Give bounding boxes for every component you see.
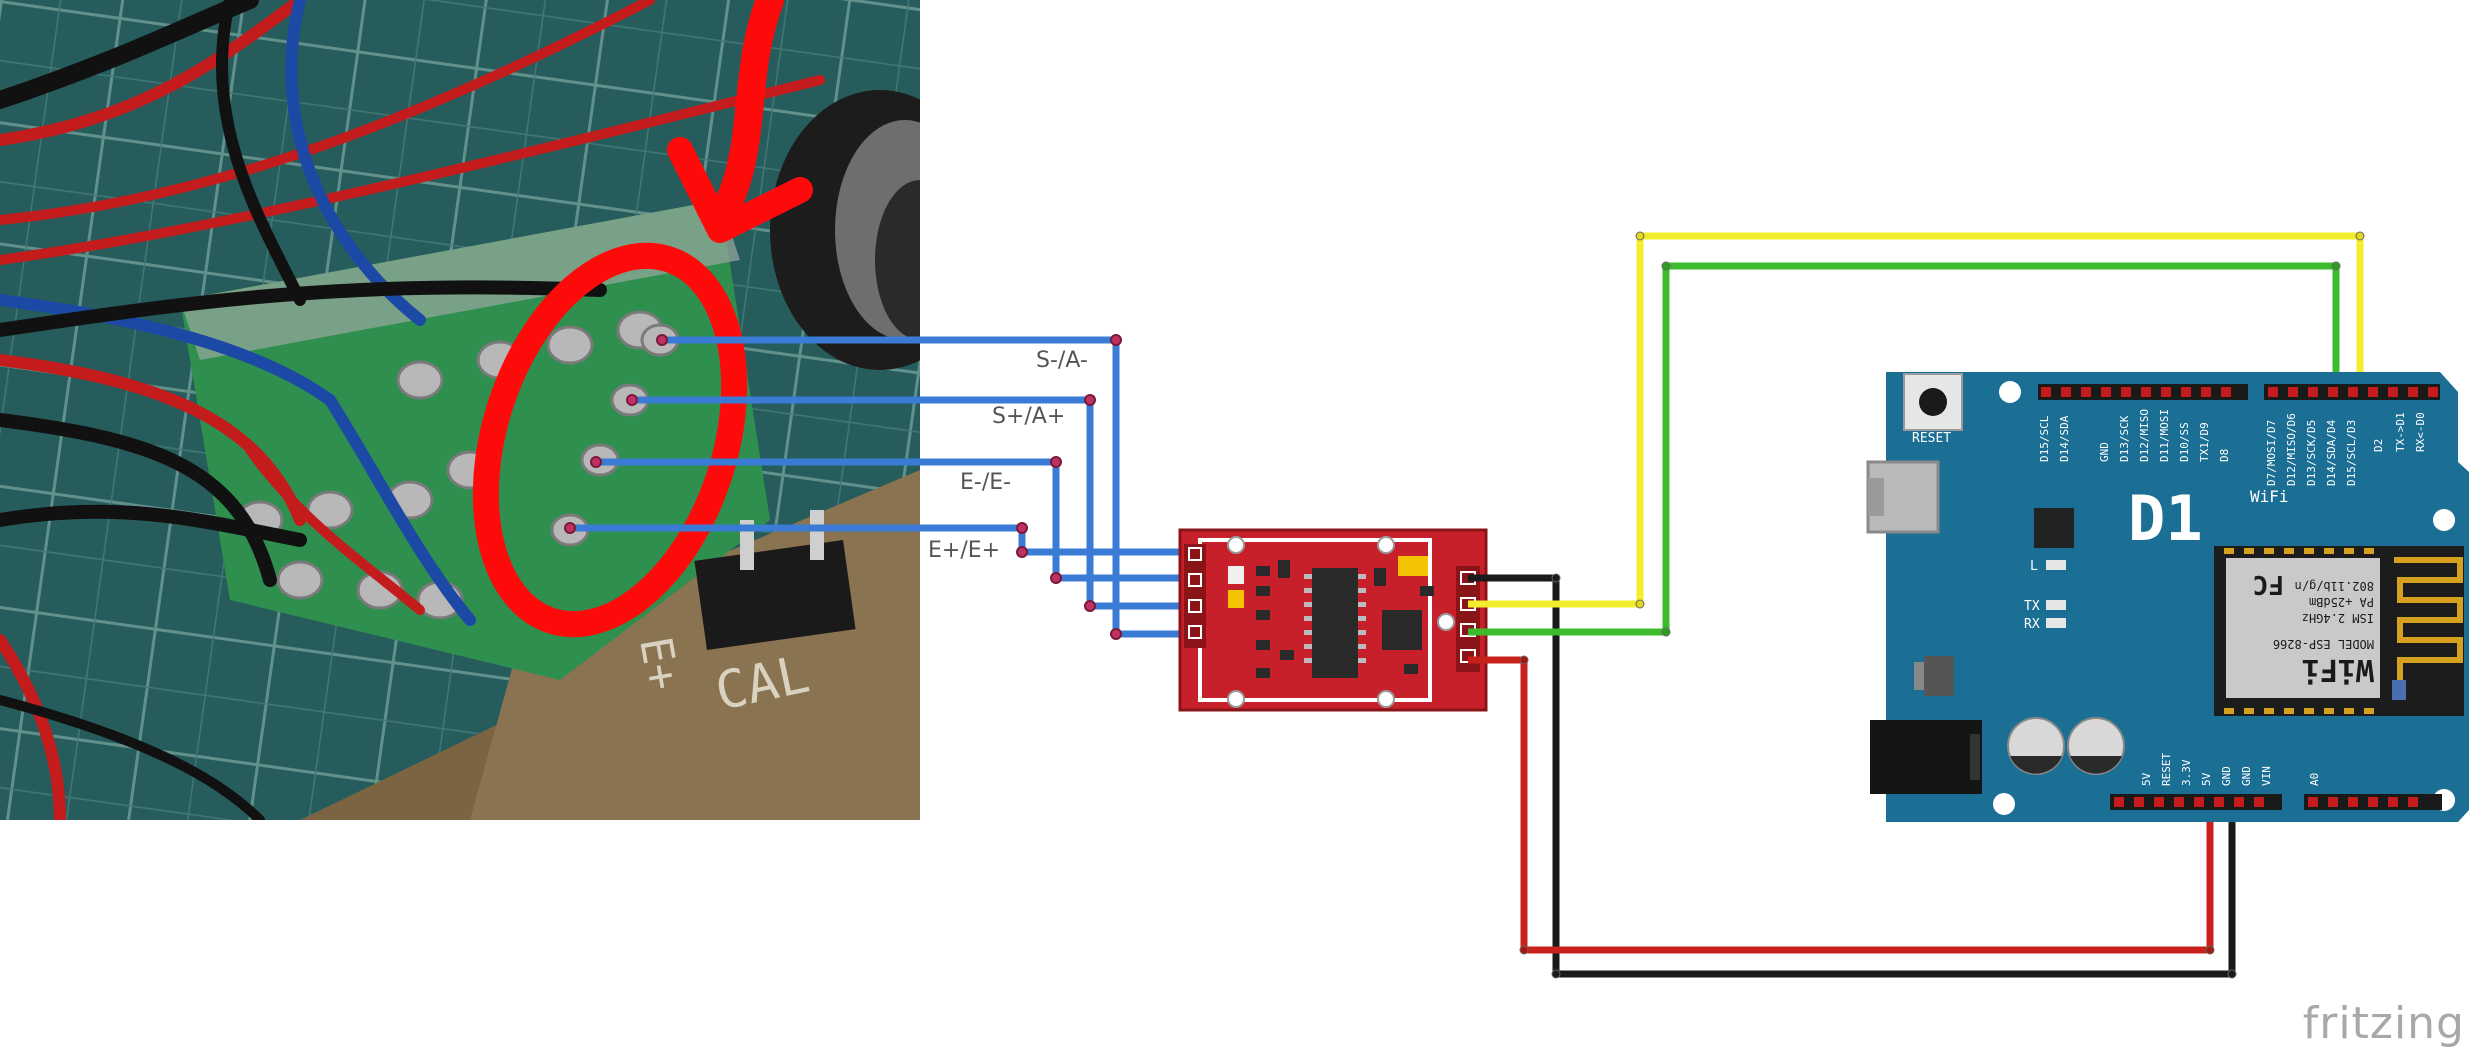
led-tx-label: TX bbox=[2024, 599, 2040, 614]
svg-text:D14/SDA: D14/SDA bbox=[2058, 415, 2071, 462]
reset-button bbox=[1903, 373, 1963, 431]
led-rx bbox=[2046, 618, 2066, 628]
header-pins bbox=[694, 510, 856, 651]
svg-text:D13/SCK/D5: D13/SCK/D5 bbox=[2305, 420, 2318, 486]
led-rx-label: RX bbox=[2024, 617, 2040, 632]
label-s-minus: S-/A- bbox=[1036, 348, 1088, 373]
wire-e-plus bbox=[570, 524, 1198, 556]
wire-s-minus bbox=[662, 336, 1198, 638]
fritzing-watermark: fritzing bbox=[2302, 998, 2465, 1049]
reset-label: RESET bbox=[1912, 431, 1951, 446]
capacitors bbox=[2007, 717, 2125, 775]
module-ism-label: ISM 2.4GHz bbox=[2302, 611, 2374, 625]
label-e-minus: E-/E- bbox=[960, 470, 1012, 495]
top-header-left bbox=[2038, 384, 2248, 400]
wifi-logo-label: WiFi bbox=[2250, 487, 2289, 506]
svg-text:D10/SS: D10/SS bbox=[2178, 422, 2191, 462]
bottom-header-right bbox=[2304, 794, 2442, 810]
esp8266-module: WiFi MODEL ESP-8266 ISM 2.4GHz PA +25dBm… bbox=[2214, 546, 2464, 716]
module-wifi-label: WiFi bbox=[2302, 652, 2374, 687]
svg-text:GND: GND bbox=[2220, 766, 2233, 786]
svg-text:RESET: RESET bbox=[2160, 753, 2173, 786]
svg-text:D12/MISO/D6: D12/MISO/D6 bbox=[2285, 413, 2298, 486]
module-std-label: 802.11b/g/n bbox=[2295, 579, 2374, 593]
label-e-plus: E+/E+ bbox=[928, 538, 1001, 563]
wire-endpoints bbox=[564, 334, 1122, 640]
wire-s-plus bbox=[632, 396, 1198, 610]
top-pin-labels: D15/SCL D14/SDA GND D13/SCK D12/MISO D11… bbox=[2038, 409, 2427, 486]
label-s-plus: S+/A+ bbox=[992, 404, 1066, 429]
voltage-regulator bbox=[1914, 656, 1954, 696]
svg-text:D15/SCL: D15/SCL bbox=[2038, 415, 2051, 462]
power-jack bbox=[1870, 720, 1982, 794]
module-fc-label: FC bbox=[2253, 569, 2284, 599]
svg-text:5V: 5V bbox=[2200, 772, 2213, 786]
led-l-label: L bbox=[2030, 559, 2038, 574]
highlight-annotation bbox=[472, 0, 813, 638]
svg-text:D11/MOSI: D11/MOSI bbox=[2158, 409, 2171, 462]
led-l bbox=[2046, 560, 2066, 570]
svg-text:5V: 5V bbox=[2140, 772, 2153, 786]
svg-text:D8: D8 bbox=[2218, 449, 2231, 462]
bottom-pin-labels: 5V RESET 3.3V 5V GND GND VIN A0 bbox=[2140, 753, 2321, 786]
svg-text:D14/SDA/D4: D14/SDA/D4 bbox=[2325, 419, 2338, 486]
bottom-header-left bbox=[2110, 794, 2282, 810]
photo-eplus-label: E+ bbox=[629, 633, 688, 694]
led-tx bbox=[2046, 600, 2066, 610]
module-pa-label: PA +25dBm bbox=[2309, 595, 2374, 609]
solder-joints bbox=[236, 310, 680, 620]
svg-text:D7/MOSI/D7: D7/MOSI/D7 bbox=[2265, 420, 2278, 486]
svg-text:RX<-D0: RX<-D0 bbox=[2414, 412, 2427, 452]
svg-text:GND: GND bbox=[2240, 766, 2253, 786]
ch340-chip bbox=[2034, 508, 2074, 548]
svg-text:D13/SCK: D13/SCK bbox=[2118, 415, 2131, 462]
svg-text:A0: A0 bbox=[2308, 773, 2321, 786]
loadcell-wires bbox=[570, 336, 1198, 638]
wire-e-minus bbox=[596, 458, 1198, 582]
cables bbox=[0, 0, 825, 820]
svg-text:D2: D2 bbox=[2372, 439, 2385, 452]
svg-text:3.3V: 3.3V bbox=[2180, 759, 2193, 786]
svg-text:D12/MISO: D12/MISO bbox=[2138, 409, 2151, 462]
svg-text:TX1/D9: TX1/D9 bbox=[2198, 422, 2211, 462]
svg-text:VIN: VIN bbox=[2260, 766, 2273, 786]
module-model-label: MODEL ESP-8266 bbox=[2273, 637, 2374, 651]
top-header-right bbox=[2264, 384, 2440, 400]
mcu-wire-endpoints bbox=[1519, 231, 2365, 979]
d1-logo: D1 bbox=[2128, 482, 2203, 555]
wemos-d1-board: RESET D15/SCL D14/S bbox=[1866, 372, 2469, 822]
hx711-left-header bbox=[1184, 544, 1206, 648]
hx711-right-header bbox=[1456, 566, 1480, 672]
svg-text:GND: GND bbox=[2098, 442, 2111, 462]
svg-text:D15/SCL/D3: D15/SCL/D3 bbox=[2345, 420, 2358, 486]
hx711-module bbox=[1178, 528, 1488, 712]
svg-text:TX->D1: TX->D1 bbox=[2394, 412, 2407, 452]
loadcell-photo: CAL E+ bbox=[0, 0, 920, 820]
